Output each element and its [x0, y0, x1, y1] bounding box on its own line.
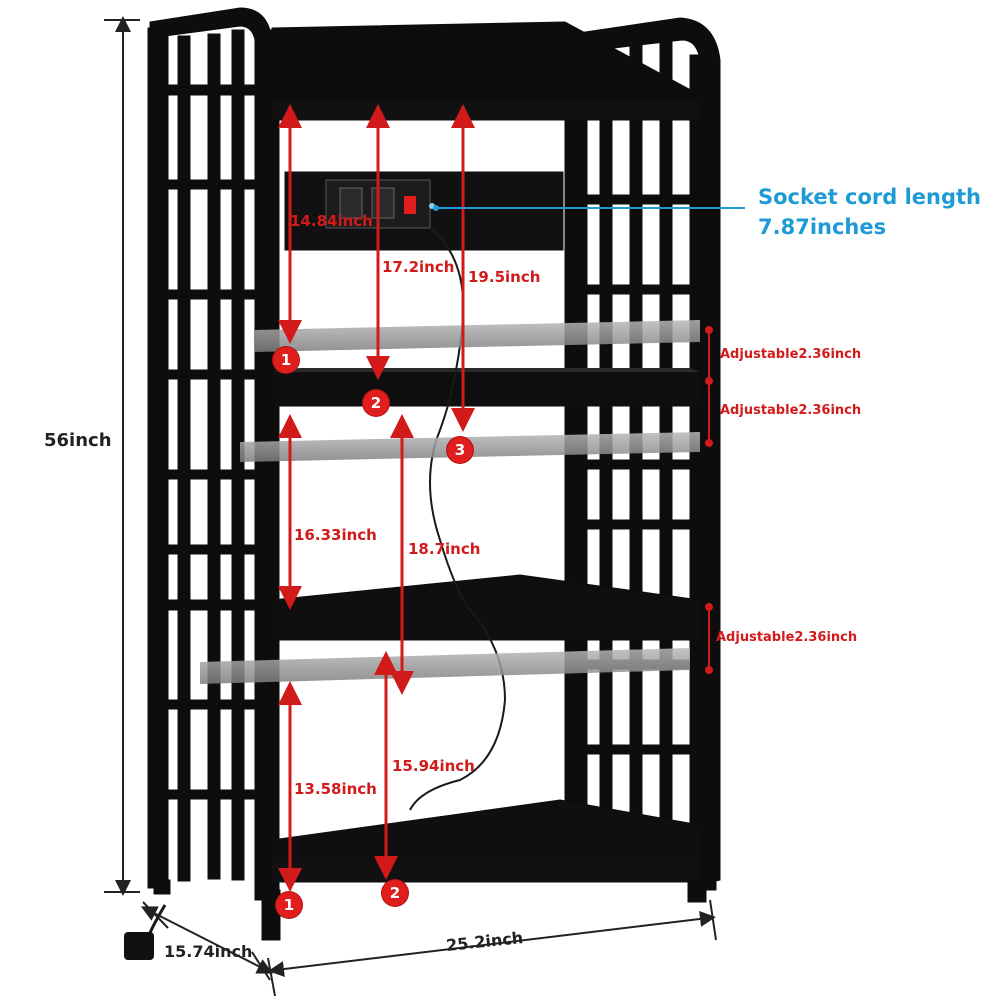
measure-bottom-2: 15.94inch	[392, 757, 475, 775]
adjustable-label-2: Adjustable2.36inch	[720, 403, 862, 418]
shelf-3	[271, 574, 701, 641]
measure-lines	[278, 104, 475, 892]
shelf-frame	[147, 7, 721, 941]
measure-middle-1: 16.33inch	[294, 526, 377, 544]
socket-cord-length: 7.87inches	[758, 215, 887, 239]
badge-1-top: 1	[273, 347, 299, 373]
overall-dimension-lines	[104, 16, 717, 997]
measure-top-1: 14.84inch	[290, 212, 373, 230]
power-switch	[404, 196, 416, 214]
adjustable-label-1: Adjustable2.36inch	[720, 347, 862, 362]
left-post-back	[147, 27, 169, 889]
left-post-front	[254, 29, 280, 901]
left-ladder-rungs	[164, 84, 261, 800]
power-cord	[409, 227, 507, 811]
measure-bottom-1: 13.58inch	[294, 780, 377, 798]
right-post-front	[689, 54, 717, 891]
badge-2-top: 2	[363, 390, 389, 416]
adjustable-label-3: Adjustable2.36inch	[716, 630, 858, 645]
badge-2-bottom: 2	[382, 880, 408, 906]
measure-top-3: 19.5inch	[468, 268, 541, 286]
height-label: 56inch	[44, 430, 112, 451]
badge-1-bottom: 1	[276, 892, 302, 918]
depth-label: 15.74inch	[164, 942, 253, 961]
badge-3: 3	[447, 437, 473, 463]
socket-cord-label: Socket cord length	[758, 185, 981, 209]
measure-middle-2: 18.7inch	[408, 540, 481, 558]
shelf-2	[271, 371, 701, 407]
measure-top-2: 17.2inch	[382, 258, 455, 276]
adjustable-brackets	[705, 326, 713, 674]
